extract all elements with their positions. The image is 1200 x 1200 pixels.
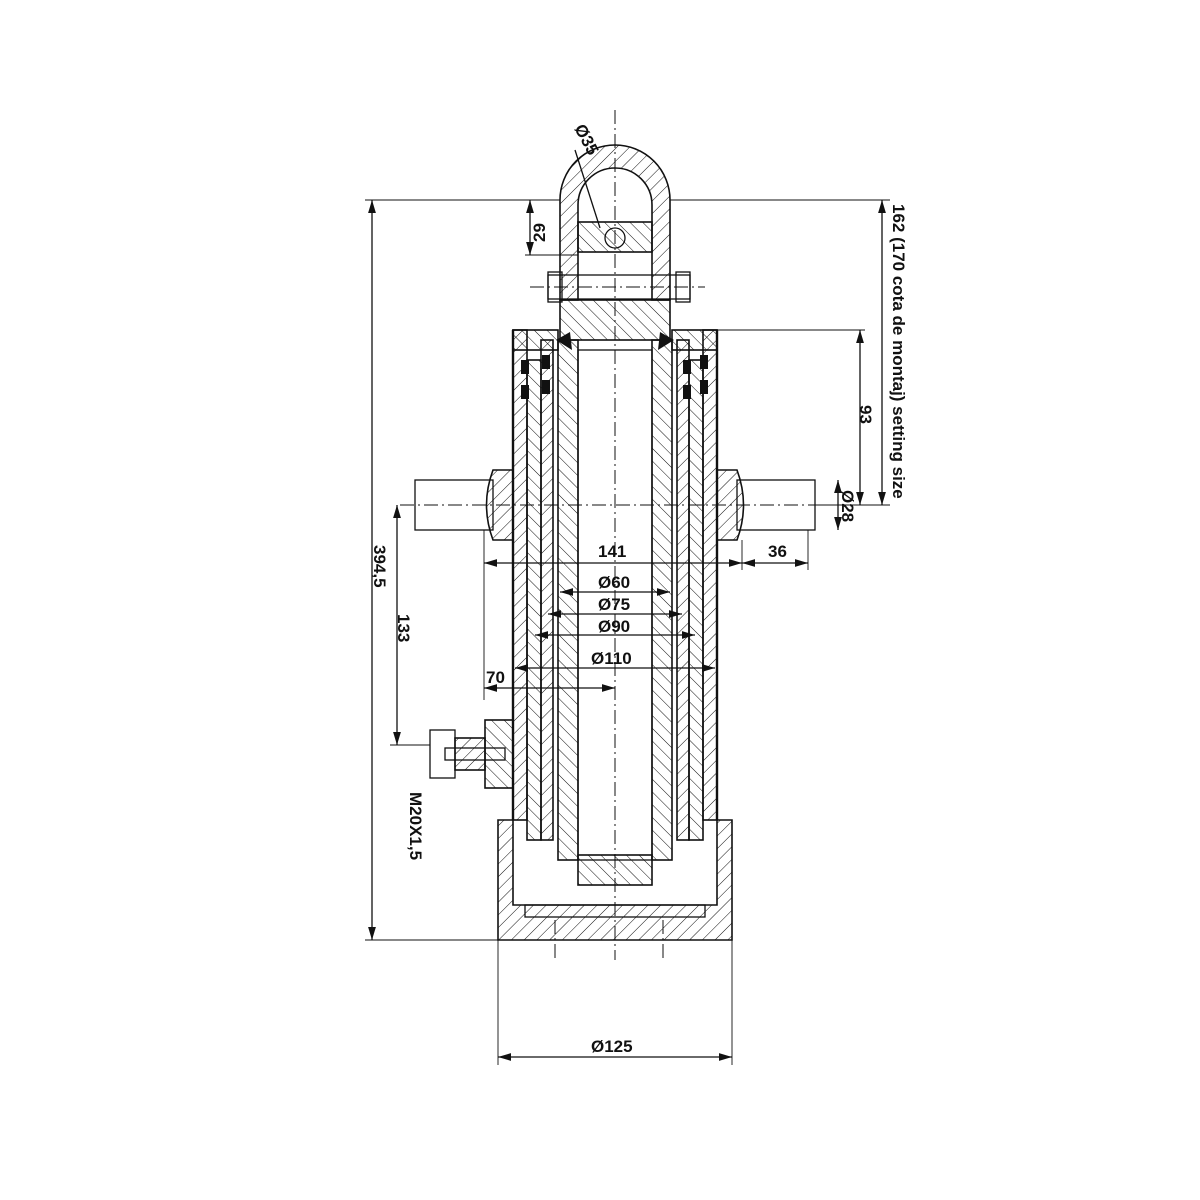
dim-tube-75: Ø75 (598, 595, 630, 614)
lifting-eye (547, 144, 691, 341)
trunnions (414, 469, 816, 541)
dim-base-diameter: Ø125 (591, 1037, 633, 1056)
dim-trunnion-span: 141 (598, 542, 626, 561)
dim-setting-size: 162 (170 cota de montaj) setting size (889, 204, 908, 499)
dim-tube-110: Ø110 (591, 649, 632, 668)
dim-trunnion-pin: Ø28 (838, 490, 857, 522)
dim-tube-90: Ø90 (598, 617, 630, 636)
dim-trunnion-offset: 93 (856, 405, 875, 424)
port-fitting (429, 719, 514, 789)
dim-trunnion-length: 36 (768, 542, 787, 561)
cylinder-body (497, 329, 733, 941)
dimension-lines (365, 149, 890, 1065)
dim-port-offset: 70 (486, 668, 505, 687)
dim-port-height: 133 (394, 614, 413, 642)
dim-overall-height: 394,5 (370, 545, 389, 588)
dim-tube-60: Ø60 (598, 573, 630, 592)
dim-port-thread: M20X1,5 (406, 792, 425, 860)
dim-eye-height: 29 (530, 223, 549, 242)
